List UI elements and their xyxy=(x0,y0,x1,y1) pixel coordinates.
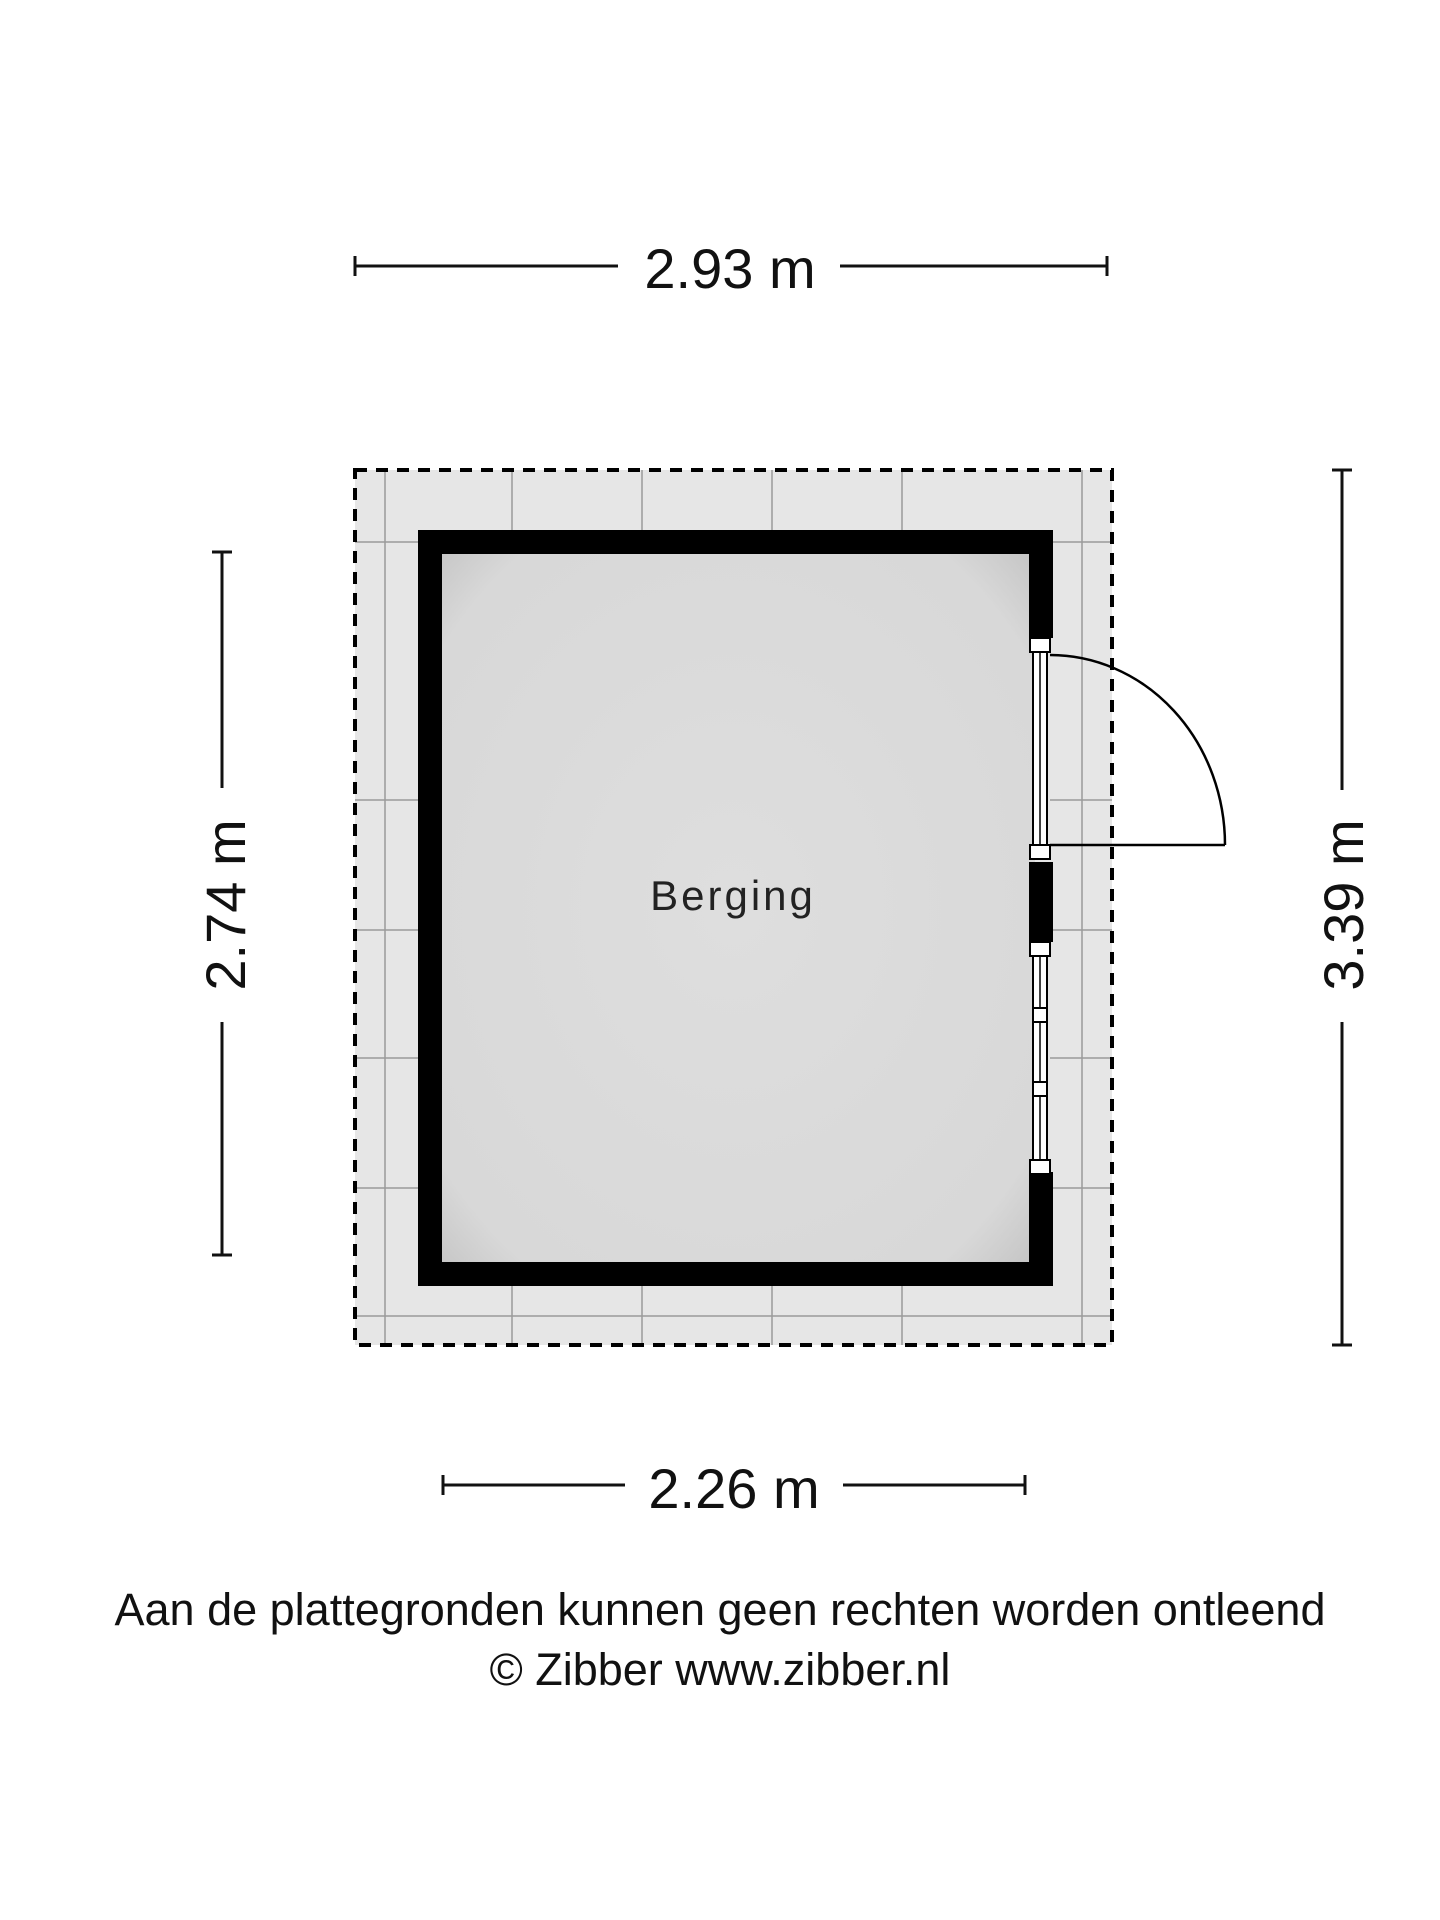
right-dimension-label: 3.39 m xyxy=(1312,819,1375,990)
bottom-dimension xyxy=(441,1475,1027,1495)
copyright-text: © Zibber www.zibber.nl xyxy=(489,1644,951,1695)
bottom-dimension-label: 2.26 m xyxy=(648,1457,819,1520)
top-dimension xyxy=(353,256,1109,276)
room-label: Berging xyxy=(650,872,816,919)
left-dimension xyxy=(212,550,232,1257)
disclaimer-text: Aan de plattegronden kunnen geen rechten… xyxy=(114,1584,1326,1635)
top-dimension-label: 2.93 m xyxy=(644,237,815,300)
window xyxy=(1029,941,1051,1175)
door xyxy=(1029,637,1227,860)
paving-grid xyxy=(355,470,1112,1345)
walls xyxy=(418,530,1053,1286)
right-dimension xyxy=(1332,468,1352,1347)
room-floor xyxy=(430,542,1035,1272)
left-dimension-label: 2.74 m xyxy=(194,819,257,990)
